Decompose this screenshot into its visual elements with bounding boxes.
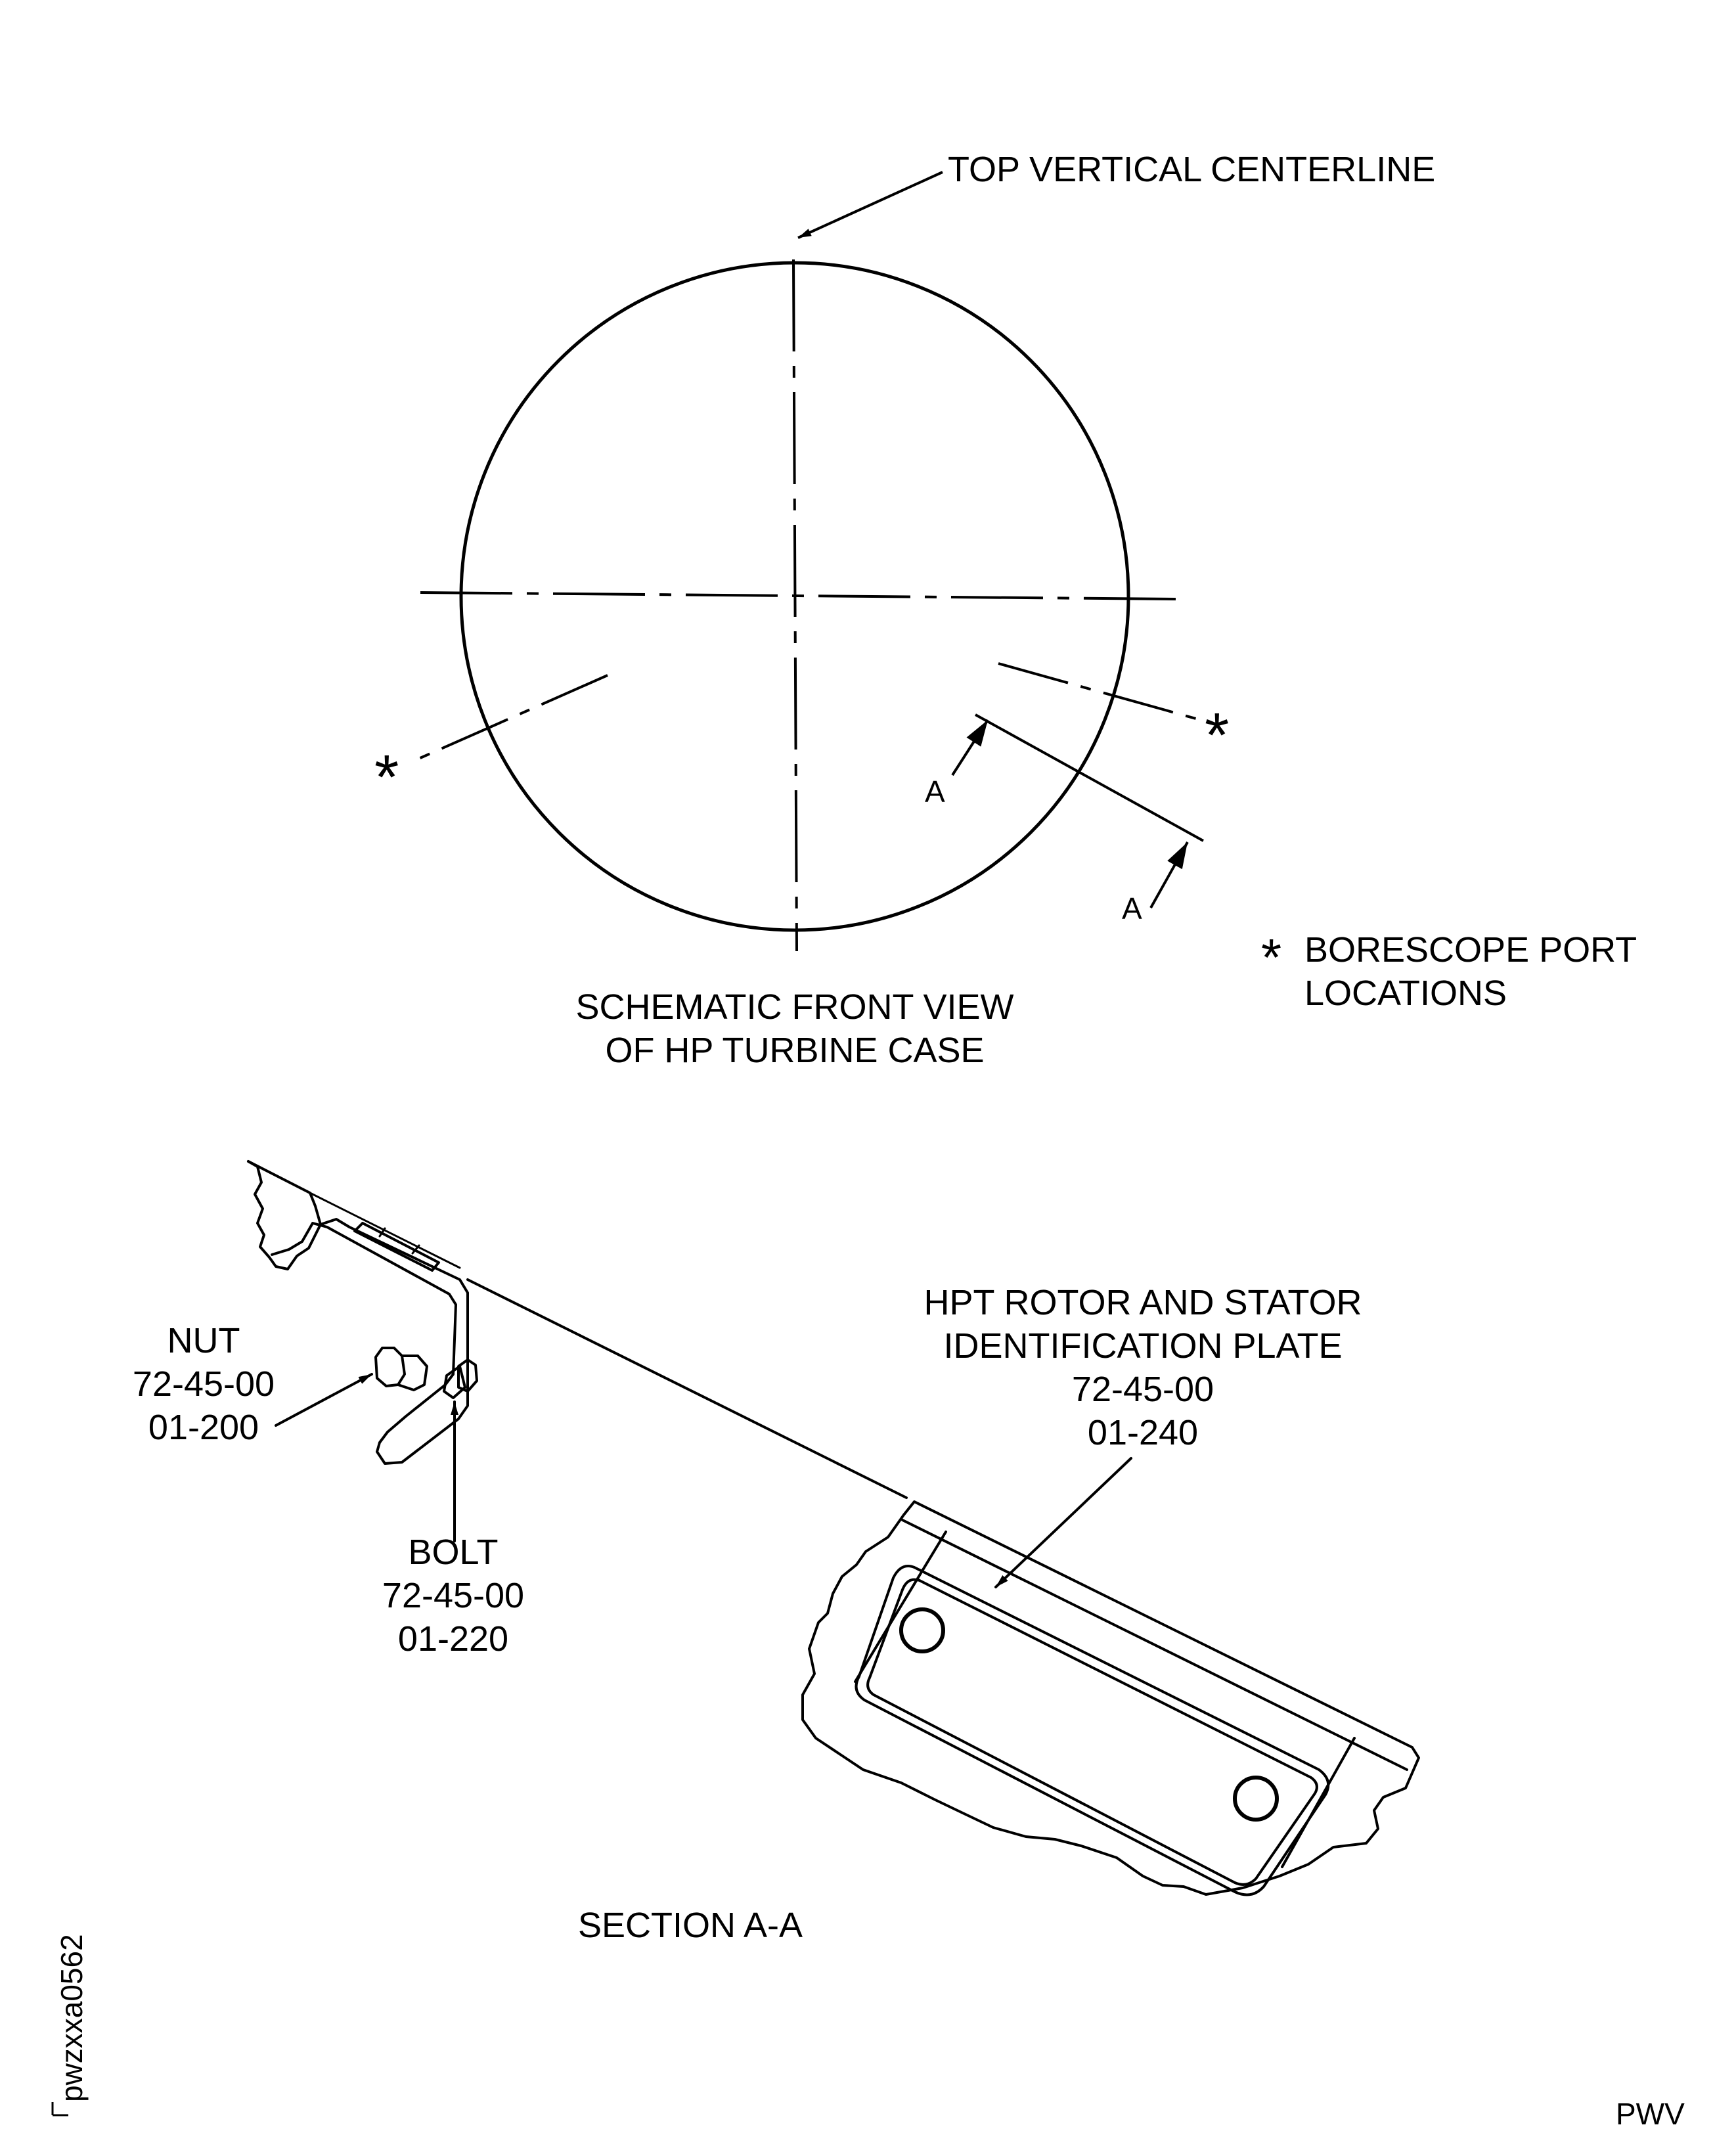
centerline-label: TOP VERTICAL CENTERLINE: [948, 150, 1436, 189]
bolt-name: BOLT: [408, 1533, 499, 1572]
legend-line2: LOCATIONS: [1304, 974, 1507, 1013]
port-marker-left: *: [374, 742, 399, 813]
bracket: [247, 1160, 469, 1465]
centerline-leader: [797, 171, 943, 239]
id-plate-inner: [866, 1578, 1318, 1886]
plate-rivet-right: [1233, 1776, 1279, 1822]
id-plate-outer: [855, 1565, 1330, 1896]
section-mark-upper: A: [925, 774, 945, 809]
front-view: [416, 171, 1206, 952]
nut-leader: [275, 1373, 373, 1427]
plate-line1: HPT ROTOR AND STATOR: [924, 1283, 1362, 1322]
port-marker-right: *: [1205, 700, 1230, 771]
figure-id: pwzxxa0562: [55, 1934, 89, 2102]
front-view-caption-line1: SCHEMATIC FRONT VIEW: [575, 987, 1014, 1027]
horizontal-centerline: [420, 591, 1176, 600]
port-line-left: [416, 674, 608, 761]
nut-ref2: 01-200: [148, 1408, 259, 1447]
plate-line2: IDENTIFICATION PLATE: [943, 1326, 1343, 1366]
plate-ref1: 72-45-00: [1071, 1370, 1214, 1409]
bolt-washer: [443, 1365, 466, 1399]
section-title: SECTION A-A: [578, 1906, 803, 1945]
corner-code: PWV: [1616, 2097, 1685, 2131]
legend-line1: BORESCOPE PORT: [1304, 930, 1637, 970]
flange-lip: [901, 1519, 1408, 1771]
case-flange: [801, 1500, 1420, 1896]
section-arrow-upper: [951, 719, 989, 776]
plate-leader: [994, 1457, 1132, 1588]
plate-ref2: 01-240: [1087, 1413, 1199, 1452]
legend-symbol: *: [1261, 928, 1282, 987]
bolt-ref1: 72-45-00: [382, 1576, 525, 1615]
bolt-head: [457, 1358, 478, 1393]
nut-ref1: 72-45-00: [132, 1364, 275, 1404]
bolt-ref2: 01-220: [397, 1619, 509, 1659]
figure-id-bracket: [51, 2102, 68, 2116]
section-mark-lower: A: [1122, 891, 1142, 926]
section-arrow-lower: [1149, 841, 1189, 908]
section-view: [247, 1160, 1420, 1896]
plate-recess-right: [1281, 1737, 1356, 1868]
nut-name: NUT: [167, 1321, 240, 1360]
nut: [374, 1347, 406, 1387]
washer: [353, 1222, 440, 1272]
section-cut-line: [975, 713, 1204, 842]
plate-recess-left: [854, 1531, 947, 1683]
nut-washer: [397, 1355, 428, 1391]
port-line-right: [998, 662, 1206, 723]
plate-rivet-left: [899, 1607, 945, 1653]
washer-divider-1: [378, 1227, 386, 1238]
projection-line: [466, 1278, 908, 1499]
front-view-caption-line2: OF HP TURBINE CASE: [605, 1031, 985, 1070]
vertical-centerline: [792, 259, 798, 952]
washer-divider-2: [411, 1244, 420, 1255]
bracket-break-top: [247, 1160, 322, 1226]
bracket-inner-edge: [309, 1192, 461, 1269]
